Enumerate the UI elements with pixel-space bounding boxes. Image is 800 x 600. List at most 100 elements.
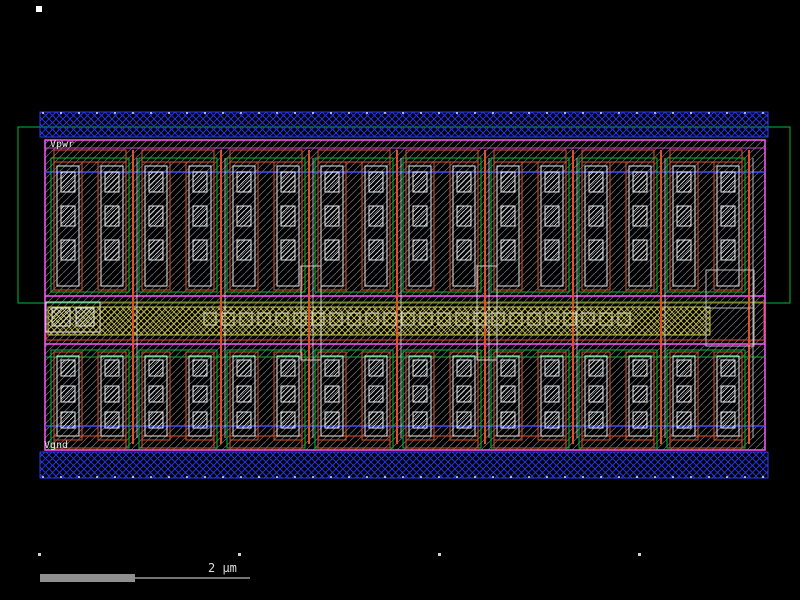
- bus-via: [563, 312, 577, 326]
- contact-via: [676, 411, 692, 429]
- contact-via: [456, 171, 472, 193]
- well-tap-contact: [51, 307, 71, 327]
- gate-connector-frame: [300, 265, 322, 361]
- contact-via: [676, 205, 692, 227]
- contact-via: [500, 385, 516, 403]
- pmos-finger-group: [226, 149, 306, 293]
- contact-via: [104, 239, 120, 261]
- contact-via: [632, 359, 648, 377]
- bus-via: [311, 312, 325, 326]
- contact-via: [236, 171, 252, 193]
- contact-via: [60, 385, 76, 403]
- bus-via: [419, 312, 433, 326]
- ruler-dot: [438, 553, 441, 556]
- contact-via: [544, 359, 560, 377]
- contact-via: [676, 359, 692, 377]
- contact-via: [324, 411, 340, 429]
- label-ground-rail: Vgnd: [44, 440, 68, 451]
- contact-via: [104, 411, 120, 429]
- contact-via: [192, 205, 208, 227]
- scale-bar: 2 μm: [40, 561, 250, 582]
- bus-via: [599, 312, 613, 326]
- bus-via: [545, 312, 559, 326]
- contact-via: [500, 359, 516, 377]
- contact-via: [148, 171, 164, 193]
- nmos-finger-group: [666, 349, 746, 449]
- pmos-finger-group: [50, 149, 130, 293]
- nmos-finger-group: [138, 349, 218, 449]
- contact-via: [324, 385, 340, 403]
- contact-via: [544, 411, 560, 429]
- contact-via: [412, 411, 428, 429]
- contact-via: [456, 411, 472, 429]
- gate-connector-frame: [476, 265, 498, 361]
- contact-via: [500, 205, 516, 227]
- contact-via: [632, 385, 648, 403]
- contact-via: [412, 385, 428, 403]
- contact-via: [456, 205, 472, 227]
- contact-via: [412, 239, 428, 261]
- contact-via: [148, 359, 164, 377]
- power-rail-metal: [39, 111, 769, 138]
- contact-via: [192, 359, 208, 377]
- contact-via: [588, 205, 604, 227]
- contact-via: [412, 171, 428, 193]
- contact-via: [412, 359, 428, 377]
- layout-drawing: [17, 6, 791, 556]
- contact-via: [236, 205, 252, 227]
- ruler-dot: [38, 553, 41, 556]
- well-tap-contact: [75, 307, 95, 327]
- contact-via: [324, 239, 340, 261]
- contact-via: [60, 171, 76, 193]
- contact-via: [60, 411, 76, 429]
- contact-via: [676, 385, 692, 403]
- bus-via: [437, 312, 451, 326]
- bus-via: [617, 312, 631, 326]
- contact-via: [632, 411, 648, 429]
- contact-via: [192, 411, 208, 429]
- nmos-finger-group: [490, 349, 570, 449]
- bus-via: [527, 312, 541, 326]
- contact-via: [720, 385, 736, 403]
- well-tap: [45, 301, 101, 333]
- contact-via: [280, 239, 296, 261]
- contact-via: [280, 385, 296, 403]
- bus-via: [221, 312, 235, 326]
- contact-via: [280, 411, 296, 429]
- contact-via: [544, 385, 560, 403]
- contact-via: [324, 171, 340, 193]
- contact-via: [412, 205, 428, 227]
- contact-via: [280, 205, 296, 227]
- contact-via: [588, 239, 604, 261]
- contact-via: [148, 239, 164, 261]
- contact-via: [588, 171, 604, 193]
- contact-via: [192, 239, 208, 261]
- contact-via: [104, 359, 120, 377]
- nmos-finger-group: [402, 349, 482, 449]
- bus-via: [491, 312, 505, 326]
- contact-via: [676, 239, 692, 261]
- pmos-finger-group: [490, 149, 570, 293]
- contact-via: [632, 205, 648, 227]
- pmos-finger-group: [578, 149, 658, 293]
- contact-via: [148, 411, 164, 429]
- ruler-dot: [238, 553, 241, 556]
- contact-via: [324, 205, 340, 227]
- contact-via: [632, 239, 648, 261]
- bus-via: [455, 312, 469, 326]
- contact-via: [500, 171, 516, 193]
- bus-via: [203, 312, 217, 326]
- contact-via: [456, 239, 472, 261]
- pmos-finger-group: [314, 149, 394, 293]
- bus-via: [239, 312, 253, 326]
- contact-via: [368, 171, 384, 193]
- bus-via: [365, 312, 379, 326]
- contact-via: [368, 359, 384, 377]
- contact-via: [60, 239, 76, 261]
- nmos-finger-group: [314, 349, 394, 449]
- contact-via: [544, 205, 560, 227]
- pmos-finger-group: [402, 149, 482, 293]
- contact-via: [720, 239, 736, 261]
- scale-bar-fill: [40, 574, 135, 582]
